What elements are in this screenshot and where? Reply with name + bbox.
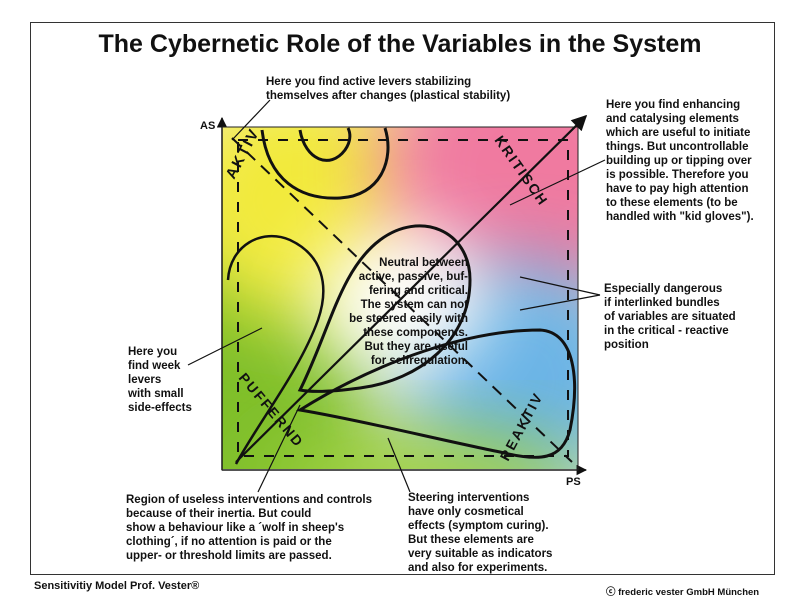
diagram-frame xyxy=(30,22,775,575)
active-arc-inner xyxy=(298,127,352,162)
diagonal-secondary xyxy=(231,137,573,463)
pointer-right-b xyxy=(519,294,601,311)
pointer-top-right xyxy=(509,159,606,206)
pointer-left xyxy=(187,327,263,366)
annotation-top: Here you find active levers stabilizing … xyxy=(266,76,511,102)
green-bottom-zone xyxy=(263,430,577,469)
pointer-top xyxy=(231,99,271,141)
page-title: The Cybernetic Role of the Variables in … xyxy=(98,30,702,58)
pointer-bottom-left xyxy=(257,404,301,493)
reactive-loop xyxy=(295,328,576,459)
pointer-right-a xyxy=(519,276,601,296)
active-arc-outer xyxy=(260,127,390,200)
buffering-loop xyxy=(226,235,325,465)
annotation-right: Especially dangerous if interlinked bund… xyxy=(604,283,736,351)
annotation-bottom-left: Region of useless interventions and cont… xyxy=(126,494,373,562)
annotation-bottom-right: Steering interventions have only cosmeti… xyxy=(408,492,553,574)
diagonal-main xyxy=(235,114,588,463)
y-axis-label: AS xyxy=(200,120,216,132)
neutral-loop xyxy=(297,224,472,393)
annotation-center: Neutral between active, passive, buf- fe… xyxy=(349,257,468,367)
footer-left: Sensitivitiy Model Prof. Vester® xyxy=(34,580,200,592)
annotation-left: Here you find week levers with small sid… xyxy=(128,346,192,414)
pointer-bottom-right xyxy=(387,437,411,493)
annotation-top-right: Here you find enhancing and catalysing e… xyxy=(606,99,754,223)
x-axis-label: PS xyxy=(566,476,581,488)
footer-right: ⓒ frederic vester GmbH München xyxy=(606,587,760,598)
dashed-square xyxy=(237,139,569,457)
square-border xyxy=(221,126,579,471)
